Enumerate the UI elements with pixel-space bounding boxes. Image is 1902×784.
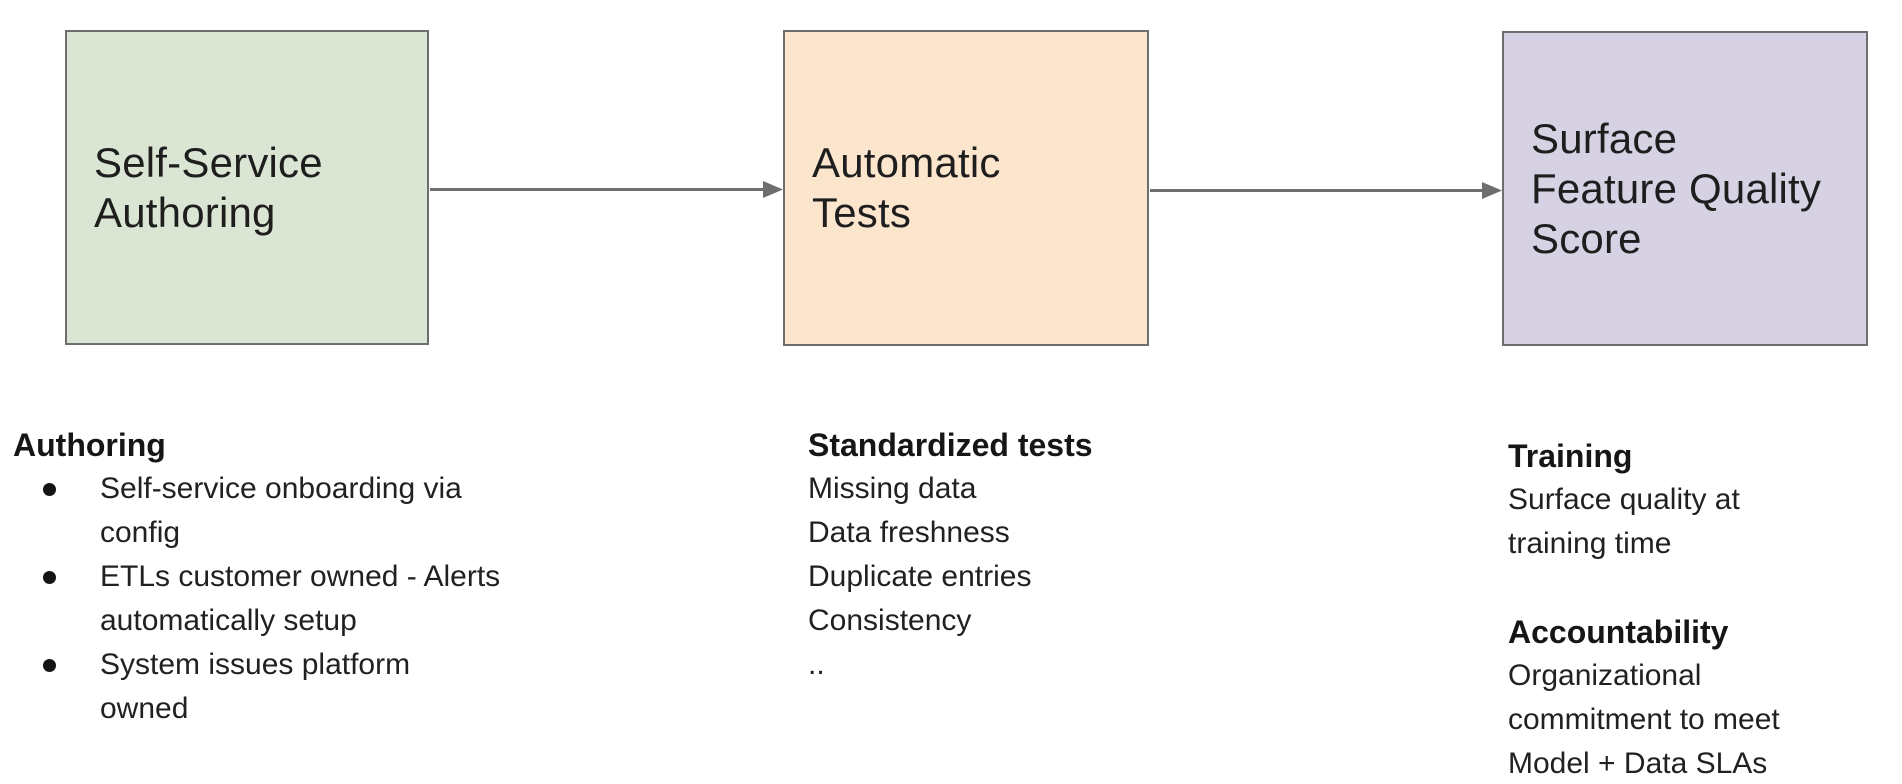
accountability-heading: Accountability [1508, 614, 1729, 650]
accountability-body: Organizational commitment to meet Model … [1508, 659, 1780, 780]
test-item: Duplicate entries [808, 560, 1032, 593]
authoring-heading: Authoring [13, 427, 166, 463]
test-item: Data freshness [808, 516, 1010, 549]
test-item-ellipsis: .. [808, 648, 825, 681]
arrow-right-icon [430, 181, 783, 198]
section-standardized-tests: Standardized tests Missing data Data fre… [808, 423, 1228, 687]
training-body: Surface quality at training time [1508, 483, 1740, 560]
box-label-surface-feature-quality-score: Surface Feature Quality Score [1531, 114, 1822, 262]
arrow-head [763, 181, 783, 198]
section-spacer [1508, 566, 1898, 610]
section-training-accountability: Training Surface quality at training tim… [1508, 434, 1898, 784]
bullet-item: Self-service onboarding via config [13, 467, 653, 555]
bullet-dot-icon [43, 659, 56, 672]
bullet-text: System issues platform owned [100, 648, 411, 725]
standardized-tests-heading: Standardized tests [808, 427, 1093, 463]
flow-box-self-service-authoring: Self-Service Authoring [65, 30, 429, 345]
arrow-head [1482, 182, 1502, 199]
flow-box-automatic-tests: Automatic Tests [783, 30, 1149, 346]
bullet-item: System issues platform owned [13, 643, 653, 731]
flow-box-surface-feature-quality-score: Surface Feature Quality Score [1502, 31, 1868, 346]
test-item: Missing data [808, 472, 977, 505]
box-label-self-service-authoring: Self-Service Authoring [94, 138, 323, 236]
bullet-dot-icon [43, 483, 56, 496]
section-authoring: Authoring Self-service onboarding via co… [13, 423, 653, 731]
bullet-dot-icon [43, 571, 56, 584]
bullet-text: Self-service onboarding via config [100, 472, 462, 549]
training-heading: Training [1508, 438, 1633, 474]
bullet-text: ETLs customer owned - Alerts automatical… [100, 560, 501, 637]
bullet-item: ETLs customer owned - Alerts automatical… [13, 555, 653, 643]
box-label-automatic-tests: Automatic Tests [812, 139, 1001, 236]
test-item: Consistency [808, 604, 972, 637]
arrow-right-icon [1150, 182, 1502, 199]
authoring-bullet-list: Self-service onboarding via config ETLs … [13, 467, 653, 731]
